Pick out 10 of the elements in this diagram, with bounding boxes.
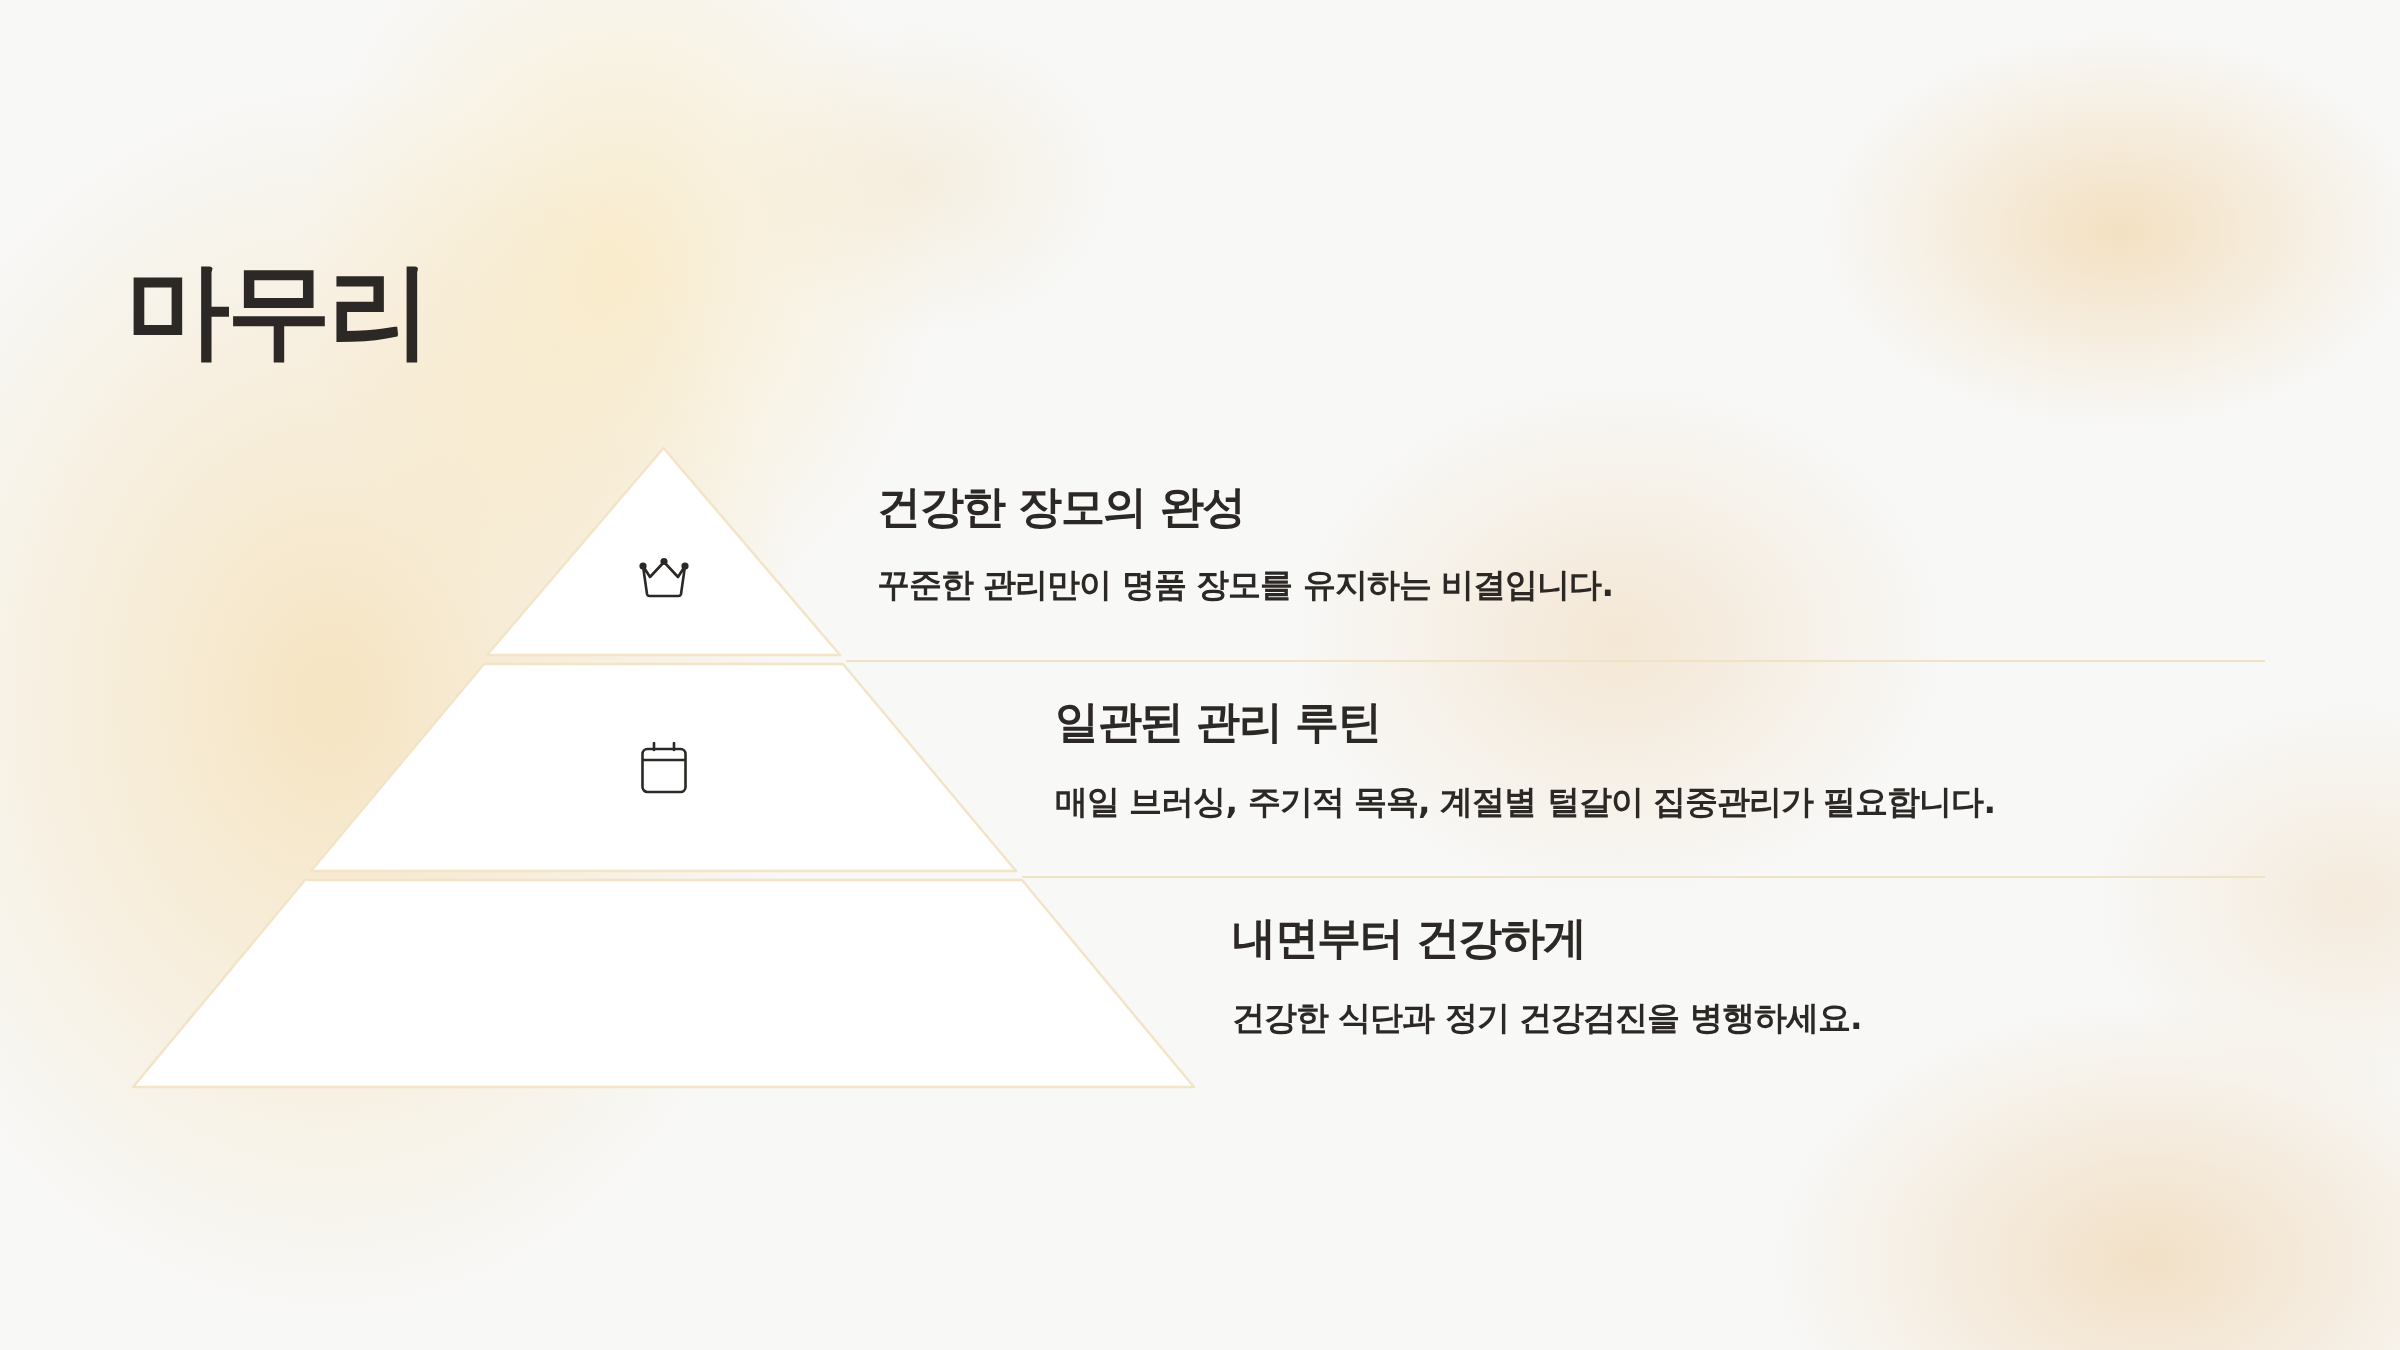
slide-title: 마무리 [126, 248, 429, 373]
tier-heading: 일관된 관리 루틴 [1055, 695, 1381, 749]
tier-heading: 건강한 장모의 완성 [877, 480, 1245, 534]
tier-heading: 내면부터 건강하게 [1232, 911, 1586, 965]
pyramid-tier [311, 664, 1016, 871]
tier-description: 건강한 식단과 정기 건강검진을 병행하세요. [1232, 997, 1862, 1039]
tier-description: 매일 브러싱, 주기적 목욕, 계절별 털갈이 집중관리가 필요합니다. [1055, 781, 1996, 823]
tier-description: 꾸준한 관리만이 명품 장모를 유지하는 비결입니다. [877, 564, 1613, 606]
pyramid-tier [487, 448, 840, 655]
pyramid-tier [133, 880, 1194, 1087]
